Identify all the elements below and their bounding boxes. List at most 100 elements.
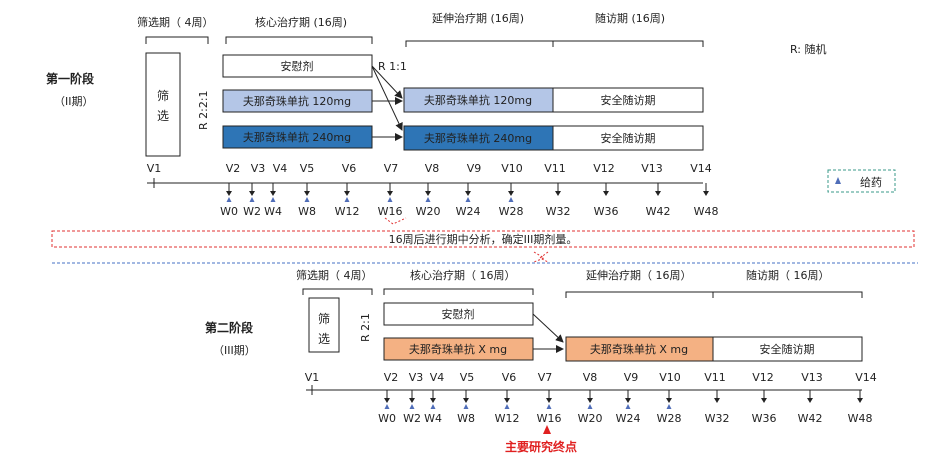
phase1-ext-240-box	[403, 125, 554, 151]
phase2-visit-v4: V4	[430, 371, 445, 384]
phase1-followup-1: 安全随访期	[601, 93, 656, 107]
phase1-screening-box	[145, 52, 181, 157]
phase1-arm-placebo: 安慰剂	[281, 59, 314, 73]
phase1-dosing-icon-w28	[508, 197, 514, 202]
phase1-arrowhead-w16	[387, 191, 393, 196]
phase1-arrowhead-w48	[703, 191, 709, 196]
phase2-week-w16: W16	[537, 412, 562, 425]
phase1-subtitle: （II期）	[54, 95, 94, 108]
dosing-legend-label: 给药	[860, 176, 882, 189]
phase1-week-w0: W0	[220, 205, 238, 218]
phase1-visit-v10: V10	[501, 162, 523, 175]
phase1-visit-v3: V3	[251, 162, 266, 175]
phase1-dosing-icon-w0	[226, 197, 232, 202]
phase1-arrow-placebo-to-240	[371, 65, 403, 131]
phase2-ext-x: 夫那奇珠单抗 X mg	[590, 342, 688, 356]
phase2-screening-label-1: 筛	[318, 311, 330, 326]
phase1-core-bracket	[225, 36, 373, 44]
phase1-arrowhead-w4	[270, 191, 276, 196]
phase1-dosing-icon-w12	[344, 197, 350, 202]
phase2-week-w0: W0	[378, 412, 396, 425]
phase1-period-followup: 随访期 (16周)	[595, 11, 665, 25]
phase1-visit-v14: V14	[690, 162, 712, 175]
phase2-visit-v10: V10	[659, 371, 681, 384]
phase1-randomization: R 2:2:1	[197, 90, 210, 130]
phase2-dosing-icon-w0	[384, 404, 390, 409]
phase1-arrowhead-w20	[425, 191, 431, 196]
phase2-visit-v5: V5	[460, 371, 475, 384]
banner-connector-marker	[533, 251, 549, 263]
phase1-period-screen: 筛选期（ 4周）	[137, 15, 214, 29]
phase1-followup-1-box	[552, 87, 704, 113]
phase1-arrowhead-w24	[465, 191, 471, 196]
phase1-period-core: 核心治疗期 (16周)	[255, 15, 347, 29]
phase2-week-w20: W20	[578, 412, 603, 425]
phase2-visit-v13: V13	[801, 371, 823, 384]
phase2-arrowhead-w4	[430, 398, 436, 403]
phase2-visit-v9: V9	[624, 371, 639, 384]
phase1-screening-label-1: 筛	[157, 88, 169, 103]
phase2-arrowhead-w20	[587, 398, 593, 403]
phase2-week-w28: W28	[657, 412, 682, 425]
dosing-legend: 给药	[827, 169, 896, 193]
phase1-week-w32: W32	[546, 205, 571, 218]
phase2-arrowhead-w28	[666, 398, 672, 403]
phase1-week-w42: W42	[646, 205, 671, 218]
phase1-arrowhead-w12	[344, 191, 350, 196]
phase1-arrowhead-w32	[555, 191, 561, 196]
phase1-ext-followup-bracket	[405, 40, 704, 47]
phase2-arrowhead-w8	[463, 398, 469, 403]
phase2-period-screen: 筛选期（ 4周）	[296, 268, 373, 282]
phase2-title: 第二阶段	[205, 320, 254, 335]
phase1-visit-v6: V6	[342, 162, 357, 175]
phase1-dosing-icon-w2	[249, 197, 255, 202]
phase2-arrowhead-w24	[625, 398, 631, 403]
phase1-arrowhead-w42	[655, 191, 661, 196]
phase1-week-w48: W48	[694, 205, 719, 218]
phase2-visit-v3: V3	[409, 371, 424, 384]
phase1-visit-v11: V11	[544, 162, 566, 175]
interim-analysis-banner-box	[51, 230, 915, 248]
phase2-period-followup: 随访期（ 16周）	[746, 268, 830, 282]
phase2-followup: 安全随访期	[760, 342, 815, 356]
phase2-screen-bracket	[302, 288, 373, 295]
phase2-ext-x-box	[565, 336, 714, 362]
phase2-arrowhead-w36	[761, 398, 767, 403]
phase1-week-w4: W4	[264, 205, 282, 218]
phase2-week-w8: W8	[457, 412, 475, 425]
phase1-arrowhead-w0	[226, 191, 232, 196]
phase2-randomization: R 2:1	[359, 313, 372, 342]
phase1-dosing-icon-w8	[304, 197, 310, 202]
phase2-screening-box	[308, 297, 340, 353]
phase2-arrowhead-w2	[409, 398, 415, 403]
phase1-week-w12: W12	[335, 205, 360, 218]
interim-analysis-banner: 16周后进行期中分析，确定III期剂量。	[389, 232, 578, 246]
phase2-visit-v6: V6	[502, 371, 517, 384]
phase2-screening-label-2: 选	[318, 332, 330, 346]
phase2-period-extension: 延伸治疗期（ 16周）	[586, 268, 692, 282]
phase2-week-w42: W42	[798, 412, 823, 425]
phase1-arrow-placebo-to-120	[371, 65, 403, 99]
phase1-dosing-icon-w24	[465, 197, 471, 202]
randomization-legend: R: 随机	[790, 42, 827, 56]
phase2-arrowhead-w32	[714, 398, 720, 403]
phase2-arm-x: 夫那奇珠单抗 X mg	[409, 342, 507, 356]
phase1-followup-2-box	[552, 125, 704, 151]
phase1-title: 第一阶段	[46, 71, 95, 86]
phase1-visit-v1: V1	[147, 162, 162, 175]
phase2-dosing-icon-w2	[409, 404, 415, 409]
phase2-arrow-placebo-to-x	[532, 313, 564, 343]
phase1-ext-240: 夫那奇珠单抗 240mg	[424, 131, 532, 145]
phase1-screen-bracket	[145, 36, 209, 44]
phase1-arrowhead-w2	[249, 191, 255, 196]
phase1-arm-240: 夫那奇珠单抗 240mg	[243, 130, 351, 144]
phase2-subtitle: （III期）	[213, 344, 256, 357]
phase1-week-w36: W36	[594, 205, 619, 218]
phase1-rerandomization: R 1:1	[378, 60, 407, 73]
phase2-ext-followup-bracket	[565, 291, 863, 298]
phase2-week-w24: W24	[616, 412, 641, 425]
phase2-visit-v7: V7	[538, 371, 553, 384]
phase1-visit-v4: V4	[273, 162, 288, 175]
phase1-arm-120: 夫那奇珠单抗 120mg	[243, 94, 351, 108]
